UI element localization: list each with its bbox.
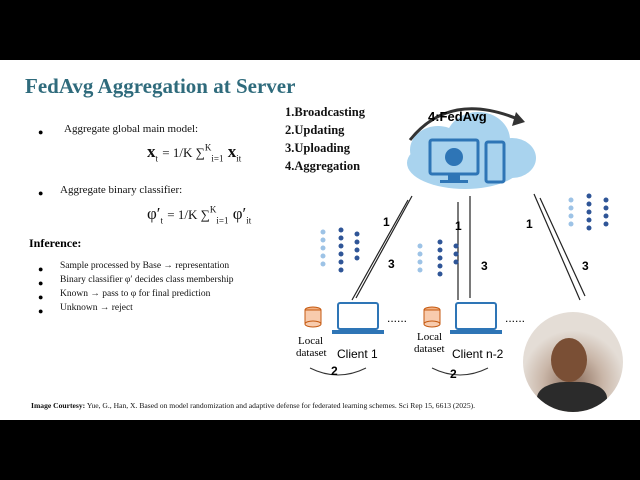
eq1-rhs: = 1/K ∑ <box>162 145 205 160</box>
inference-item: Sample processed by Base → representatio… <box>60 261 230 271</box>
bullet-dot: ● <box>38 127 44 137</box>
client1-label: Client 1 <box>337 347 378 361</box>
server-label: 4:FedAvg <box>428 109 487 124</box>
eq1-lim: i=1 <box>211 153 224 164</box>
bullet-binary-classifier: Aggregate binary classifier: <box>60 184 183 196</box>
bullet-dot: ● <box>38 264 44 274</box>
equation-binary-classifier: φ′t = 1/K ∑Ki=1 φ′it <box>147 204 251 225</box>
parameter-dots-middle <box>417 239 459 277</box>
inference-item: Unknown → reject <box>60 303 133 313</box>
ellipsis: ...... <box>387 311 407 325</box>
dataset-label: dataset <box>296 347 327 359</box>
update-label: 2 <box>331 364 338 378</box>
eq2-var: φ′ <box>147 204 161 223</box>
bullet-dot: ● <box>38 188 44 198</box>
slide-title: FedAvg Aggregation at Server <box>25 74 296 98</box>
eq2-sub: t <box>160 215 164 226</box>
parameter-dots-left <box>320 227 360 273</box>
database-icon <box>304 306 322 328</box>
image-courtesy: Image Courtesy: Yue, G., Han, X. Based o… <box>31 401 475 410</box>
step-updating: 2.Updating <box>285 123 345 137</box>
eq2-term: φ′ <box>232 204 247 223</box>
update-arrow <box>309 367 367 376</box>
presenter-webcam <box>523 312 623 412</box>
eq2-rhs: = 1/K ∑ <box>167 207 210 222</box>
equation-global-model: xt = 1/K ∑Ki=1 xit <box>147 142 241 163</box>
arrow-label: 3 <box>388 257 395 271</box>
eq2-term-sub: it <box>246 215 252 226</box>
arrow-label: 1 <box>383 215 390 229</box>
client-n2-laptop-icon <box>450 302 502 334</box>
eq1-var: x <box>147 142 156 161</box>
eq1-term: x <box>227 142 237 161</box>
bullet-dot: ● <box>38 306 44 316</box>
courtesy-text: Yue, G., Han, X. Based on model randomiz… <box>85 401 476 410</box>
courtesy-label: Image Courtesy: <box>31 401 86 410</box>
eq1-sup: K <box>204 142 212 153</box>
inference-heading: Inference: <box>29 236 82 250</box>
step-uploading: 3.Uploading <box>285 141 350 155</box>
step-broadcasting: 1.Broadcasting <box>285 105 365 119</box>
slide: FedAvg Aggregation at Server ● Aggregate… <box>0 60 640 420</box>
update-label: 2 <box>450 367 457 381</box>
bullet-global-model: Aggregate global main model: <box>64 123 199 135</box>
arrow-label: 1 <box>455 219 462 233</box>
client1-laptop-icon <box>332 302 384 334</box>
presenter-body <box>537 382 607 412</box>
local-label: Local <box>417 331 442 343</box>
local-label: Local <box>298 335 323 347</box>
update-arrow <box>431 367 489 376</box>
client-arrows <box>351 193 586 301</box>
eq2-lim: i=1 <box>216 215 229 226</box>
eq1-sub: t <box>155 153 159 164</box>
parameter-dots-right <box>568 193 609 231</box>
eq1-term-sub: it <box>236 153 242 164</box>
dataset-label: dataset <box>414 343 445 355</box>
database-icon <box>423 306 441 328</box>
server-computer-icon <box>428 138 506 184</box>
arrow-label: 3 <box>582 259 589 273</box>
step-aggregation: 4.Aggregation <box>285 159 361 173</box>
aggregation-arrow <box>408 107 521 141</box>
client-n2-label: Client n-2 <box>452 347 504 361</box>
inference-item: Known → pass to φ for final prediction <box>60 289 211 299</box>
presenter-face <box>551 338 587 382</box>
bullet-dot: ● <box>38 292 44 302</box>
inference-item: Binary classifier φ′ decides class membe… <box>60 275 234 285</box>
arrow-label: 1 <box>526 217 533 231</box>
eq2-sup: K <box>209 204 217 215</box>
step-list: 1.Broadcasting 2.Updating 3.Uploading 4.… <box>285 103 365 175</box>
aggregation-arrowhead <box>512 112 525 126</box>
federated-diagram: 4:FedAvg 1 3 1 3 1 3 <box>296 107 609 381</box>
arrow-label: 3 <box>481 259 488 273</box>
ellipsis: ...... <box>505 311 525 325</box>
bullet-dot: ● <box>38 278 44 288</box>
